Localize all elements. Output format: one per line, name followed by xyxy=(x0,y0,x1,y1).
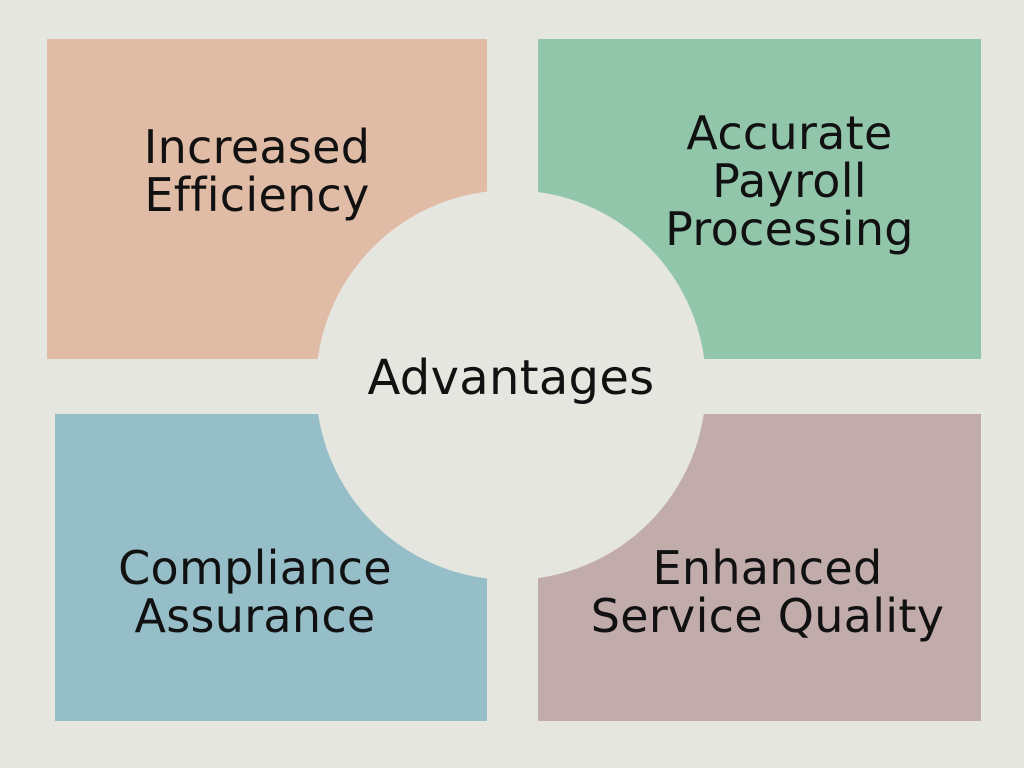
quadrant-label-line: Assurance xyxy=(134,589,376,643)
quadrant-label-line: Compliance xyxy=(118,541,392,595)
quadrant-label-line: Enhanced xyxy=(652,541,883,595)
center-circle: Advantages xyxy=(316,190,706,580)
quadrant-label-line: Efficiency xyxy=(144,168,370,222)
quadrant-increased-efficiency: Increased Efficiency xyxy=(47,39,487,359)
quadrant-label-line: Service Quality xyxy=(590,589,945,643)
quadrant-label-line: Increased xyxy=(143,120,371,174)
quadrant-label-line: Payroll xyxy=(712,154,867,208)
quadrant-label-line: Accurate xyxy=(686,106,893,160)
center-label: Advantages xyxy=(367,350,655,406)
quadrant-label-line: Processing xyxy=(665,202,914,256)
